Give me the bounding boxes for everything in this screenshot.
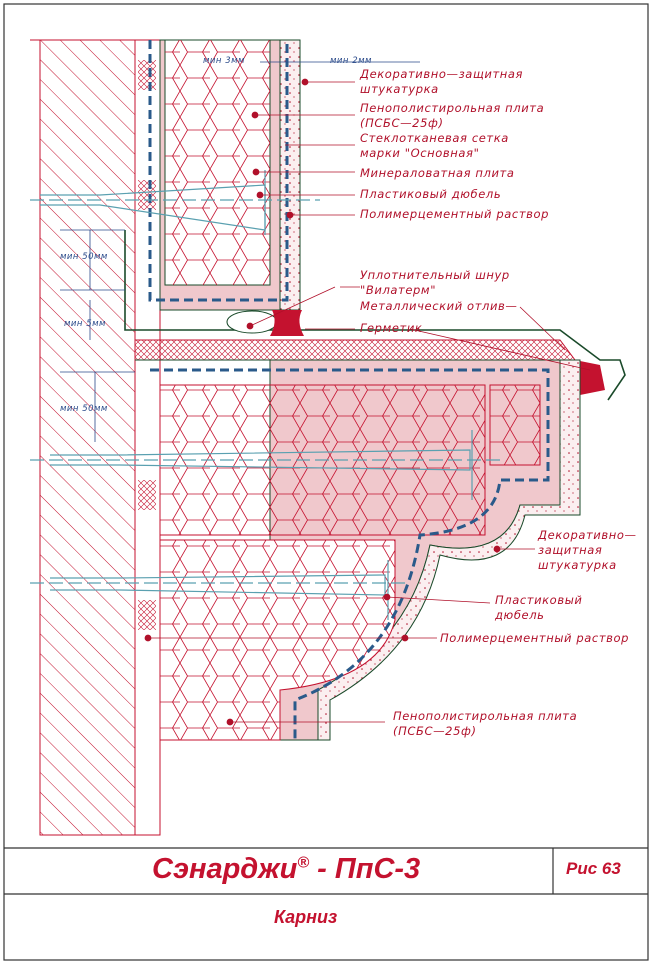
upper-eps-board: [165, 40, 270, 285]
dim-min-50mm-bottom: мин 50мм: [60, 404, 108, 414]
label-mortar-bottom: Полимерцементный раствор: [440, 631, 630, 645]
cornice-mesh: [150, 368, 550, 740]
upper-mesh: [148, 40, 289, 302]
sealing-cord: [226, 310, 278, 334]
adhesive-layer: [134, 39, 161, 836]
metal-flashing: [124, 230, 626, 401]
drawing-subject: Карниз: [274, 907, 338, 927]
label-sealant: Герметик: [360, 321, 423, 335]
label-eps-bottom: Пенополистирольная плита(ПСБС—25ф): [393, 709, 578, 738]
drawing-title: Сэнарджи® - ПпС-3: [152, 853, 421, 885]
cornice-eps-board-2: [160, 540, 395, 740]
dim-min-50mm-top: мин 50мм: [60, 252, 108, 262]
upper-plaster: [279, 39, 301, 311]
label-eps-top: Пенополистирольная плита(ПСБС—25ф): [360, 101, 545, 130]
label-mineral-wool: Минераловатная плита: [360, 166, 515, 180]
edge-sealant: [575, 360, 605, 395]
label-seal-cord: Уплотнительный шнур"Вилатерм": [360, 268, 510, 297]
sealant: [270, 310, 304, 336]
dowel-lower: [30, 560, 410, 620]
brick-wall: [39, 39, 136, 836]
dim-min-3mm: мин 3мм: [203, 56, 245, 66]
figure-number: Рис 63: [566, 859, 621, 878]
dowel-upper: [30, 170, 320, 235]
dim-min-2mm: мин 2мм: [330, 56, 372, 66]
dimension-lines: [60, 61, 420, 442]
dowel-middle: [30, 430, 500, 500]
leader-lines: [144, 78, 591, 726]
label-dowel-top: Пластиковый дюбель: [360, 187, 502, 201]
label-flashing: Металлический отлив—: [360, 299, 518, 313]
dim-min-5mm: мин 5мм: [64, 319, 106, 329]
cornice-top-sealant-layer: [134, 339, 576, 361]
sheet-frame: [3, 3, 649, 961]
label-mortar-top: Полимерцементный раствор: [360, 207, 550, 221]
adhesive-dab: [138, 60, 156, 90]
